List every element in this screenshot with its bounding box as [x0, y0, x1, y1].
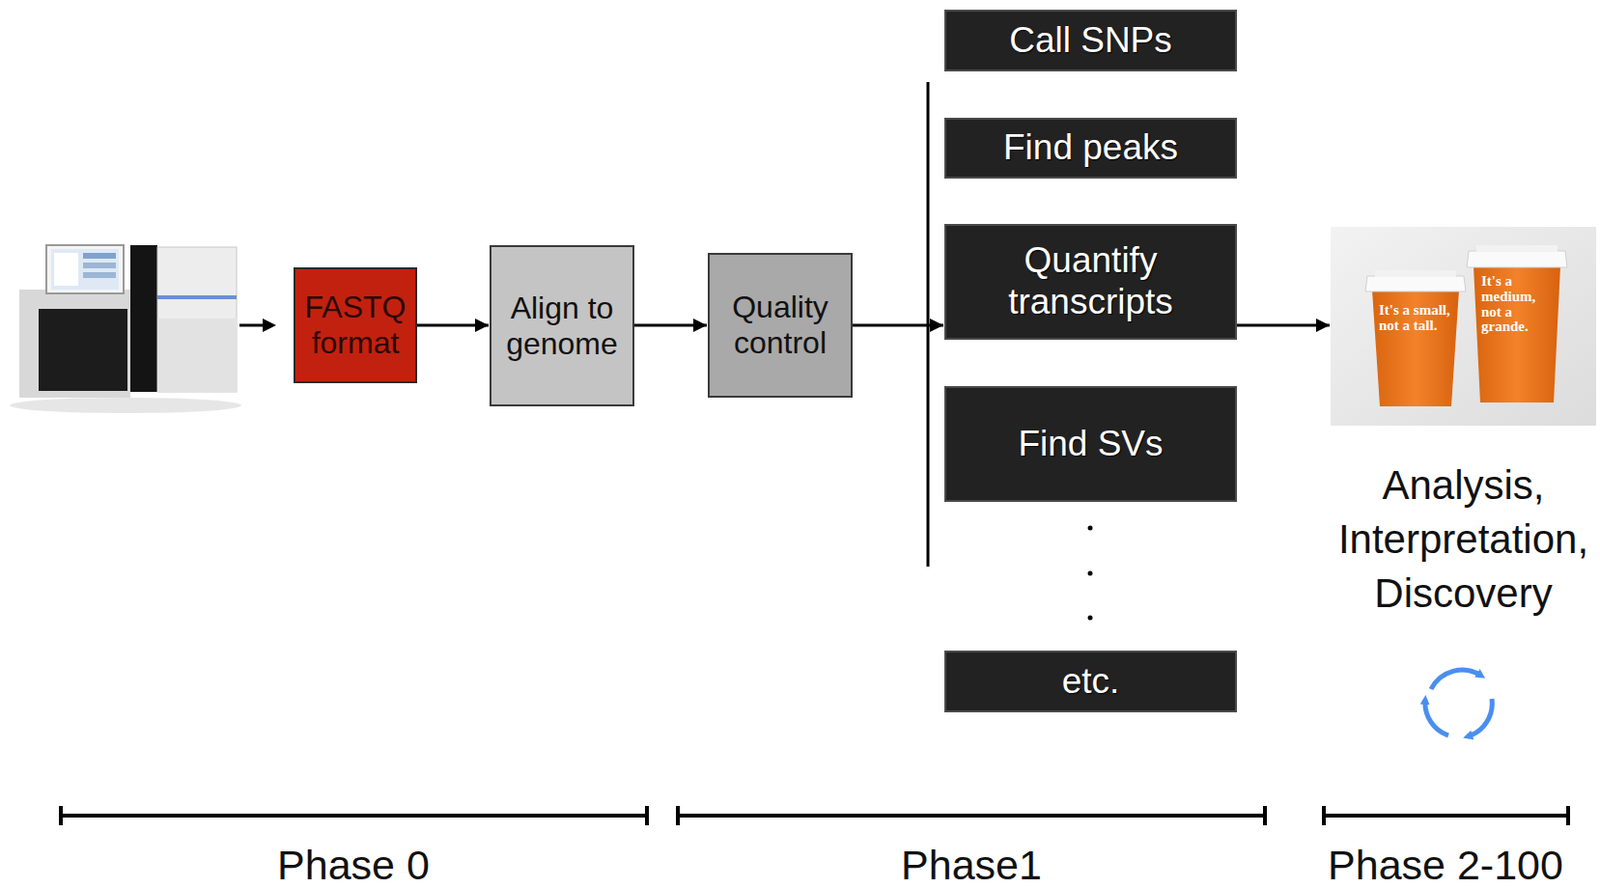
phase-label: Phase 2-100 — [1300, 841, 1591, 888]
phase-label: Phase 0 — [160, 841, 547, 888]
process-box: etc. — [944, 650, 1237, 713]
phase-brackets — [60, 806, 1569, 826]
coffee-photo — [1330, 226, 1597, 426]
cup-print: It's a medium, not a grande. — [1481, 274, 1559, 336]
process-box: Quality control — [707, 252, 853, 398]
process-box: Align to genome — [489, 245, 635, 407]
node-text: Call SNPs — [1009, 20, 1173, 62]
process-box: FASTQ format — [293, 267, 418, 384]
flow-arrow — [417, 324, 489, 328]
process-box: Quantify transcripts — [944, 224, 1237, 340]
process-box: Find peaks — [944, 117, 1237, 179]
node-text: Align to genome — [497, 290, 627, 363]
sequencer-illustration — [9, 245, 242, 414]
node-text: Quality control — [715, 289, 845, 362]
cup-print: It's a small, not a tall. — [1378, 303, 1451, 335]
flow-arrow — [1236, 324, 1330, 328]
input-arrow — [239, 318, 277, 333]
node-text: Quantify transcripts — [952, 240, 1230, 323]
phase-label: Phase1 — [778, 841, 1165, 888]
result-panel: Analysis, Interpretation, Discovery — [1330, 226, 1597, 621]
node-text: Find SVs — [1017, 423, 1163, 466]
flow-arrow — [634, 324, 707, 328]
ellipsis-dots — [1088, 526, 1094, 621]
process-box: Call SNPs — [944, 9, 1237, 72]
node-text: Analysis, Interpretation, Discovery — [1336, 458, 1591, 621]
node-text: Find peaks — [1003, 127, 1179, 169]
node-text: etc. — [1062, 661, 1121, 703]
node-text: FASTQ format — [301, 289, 410, 362]
flow-arrow — [852, 324, 944, 328]
cycle-icon — [1425, 670, 1492, 737]
process-box: Find SVs — [944, 386, 1237, 503]
